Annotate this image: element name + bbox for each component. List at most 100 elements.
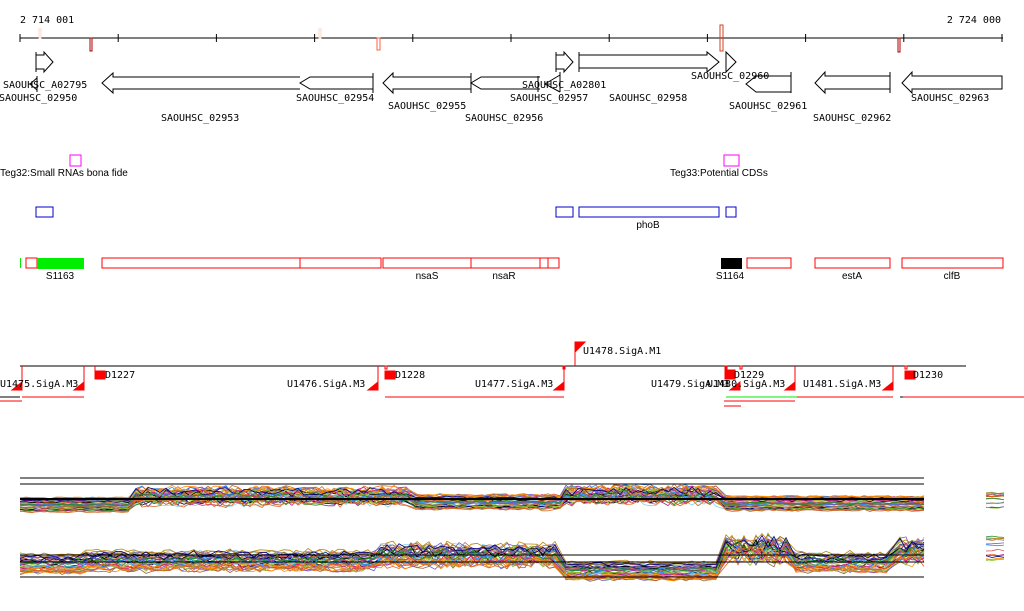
gene-arrow[interactable] — [725, 50, 737, 74]
gene-arrow[interactable] — [745, 72, 792, 93]
expression-trace — [19, 489, 925, 507]
feature-box[interactable] — [578, 206, 720, 218]
gene-arrow[interactable] — [29, 76, 38, 92]
feature-box-green[interactable] — [37, 258, 84, 269]
gene-labels: SAOUHSC_A02795 SAOUHSC_02950 SAOUHSC_029… — [0, 71, 989, 124]
expression-legend-mini — [985, 491, 1005, 562]
expression-trace — [985, 537, 1005, 541]
feature-box[interactable] — [25, 257, 38, 269]
gene-label[interactable]: SAOUHSC_02961 — [729, 101, 807, 112]
expression-trace — [19, 546, 925, 578]
expression-trace — [985, 492, 1005, 495]
feature-label: phoB — [636, 220, 660, 231]
marker[interactable] — [89, 37, 93, 52]
gene-label[interactable]: SAOUHSC_02957 — [510, 93, 588, 104]
expression-trace — [985, 558, 1005, 562]
gene-label[interactable]: SAOUHSC_02962 — [813, 113, 891, 124]
feature-label: nsaR — [492, 271, 515, 282]
feature-box[interactable] — [382, 257, 472, 269]
feature-box[interactable] — [901, 257, 1004, 269]
feature-box[interactable] — [725, 206, 737, 218]
expression-trace — [985, 557, 1005, 560]
gene-arrow[interactable] — [578, 50, 720, 74]
feature-label: S1163 — [46, 271, 75, 282]
teg-box[interactable] — [723, 154, 740, 167]
gene-arrow[interactable] — [470, 76, 540, 90]
gene-arrow[interactable] — [35, 50, 54, 74]
gene-arrow[interactable] — [555, 50, 574, 74]
expression-trace — [985, 537, 1005, 541]
feature-box-black[interactable] — [721, 258, 742, 269]
gene-label[interactable]: SAOUHSC_02956 — [465, 113, 543, 124]
gene-label[interactable]: SAOUHSC_02953 — [161, 113, 239, 124]
gene-arrow[interactable] — [537, 72, 561, 93]
expression-trace — [986, 495, 1005, 497]
feature-box[interactable] — [101, 257, 301, 269]
feature-box[interactable] — [299, 257, 382, 269]
expression-trace — [985, 548, 1005, 552]
teg-track: Teg32:Small RNAs bona fide Teg33:Potenti… — [0, 154, 768, 179]
operon-label[interactable]: U1475.SigA.M3 — [0, 379, 78, 390]
expression-trace — [985, 554, 1005, 556]
expression-trace — [985, 555, 1005, 558]
scale-start-label: 2 714 001 — [20, 15, 74, 26]
gene-label[interactable]: SAOUHSC_02954 — [296, 93, 374, 104]
gene-arrow[interactable] — [299, 73, 374, 93]
teg-box[interactable] — [69, 154, 82, 167]
marker[interactable] — [376, 37, 381, 51]
expression-trace — [19, 551, 925, 580]
feature-box[interactable] — [814, 257, 891, 269]
gene-label[interactable]: SAOUHSC_A02801 — [522, 80, 606, 91]
scale-track: 2 714 001 2 724 000 — [19, 15, 1003, 53]
teg-label: Teg33:Potential CDSs — [670, 168, 768, 179]
gene-label[interactable]: SAOUHSC_02950 — [0, 93, 77, 104]
blue-track — [35, 206, 737, 218]
expression-trace — [19, 546, 925, 579]
expression-trace — [985, 493, 1005, 497]
expression-trace — [19, 496, 925, 514]
operon-label[interactable]: D1228 — [395, 370, 425, 381]
gene-arrow[interactable] — [382, 71, 472, 95]
operon-track: U1475.SigA.M3 D1227 U1476.SigA.M3 D1228 … — [0, 341, 1024, 407]
feature-box[interactable] — [35, 206, 54, 218]
expression-trace — [985, 542, 1005, 545]
gene-arrow[interactable] — [901, 70, 1003, 95]
gene-label[interactable]: SAOUHSC_02963 — [911, 93, 989, 104]
expression-trace — [985, 553, 1004, 556]
scale-end-label: 2 724 000 — [947, 15, 1001, 26]
gene-label[interactable]: SAOUHSC_A02795 — [3, 80, 87, 91]
gene-label[interactable]: SAOUHSC_02960 — [691, 71, 769, 82]
feature-box[interactable] — [746, 257, 792, 269]
operon-label[interactable]: U1481.SigA.M3 — [803, 379, 881, 390]
expression-panel-top — [19, 477, 925, 514]
scale-ticks — [19, 34, 1003, 42]
gene-label[interactable]: SAOUHSC_02955 — [388, 101, 466, 112]
gene-track — [29, 50, 1003, 95]
marker[interactable] — [38, 28, 42, 39]
marker[interactable] — [897, 37, 901, 53]
feature-label: clfB — [944, 271, 961, 282]
marker[interactable] — [318, 28, 322, 39]
operon-label[interactable]: U1479.SigA.M3 — [651, 379, 729, 390]
operon-label[interactable]: U1476.SigA.M3 — [287, 379, 365, 390]
expression-trace — [19, 484, 925, 500]
feature-label: S1164 — [716, 271, 745, 282]
operon-label[interactable]: U1477.SigA.M3 — [475, 379, 553, 390]
gene-arrow[interactable] — [814, 70, 891, 95]
feature-box[interactable] — [555, 206, 574, 218]
expression-trace — [985, 502, 1005, 505]
operon-label[interactable]: D1229 — [734, 370, 764, 381]
operon-label[interactable]: D1227 — [105, 370, 135, 381]
marker[interactable] — [719, 24, 724, 52]
feature-box[interactable] — [470, 257, 549, 269]
feature-box[interactable] — [539, 257, 560, 269]
operon-label[interactable]: U1480.SigA.M3 — [707, 379, 785, 390]
expression-panel-bottom — [19, 532, 925, 582]
gene-arrow[interactable] — [101, 71, 300, 95]
gene-label[interactable]: SAOUHSC_02958 — [609, 93, 687, 104]
operon-label[interactable]: D1230 — [913, 370, 943, 381]
expression-trace — [985, 506, 1005, 509]
expression-trace — [985, 491, 1005, 494]
operon-label[interactable]: U1478.SigA.M1 — [583, 346, 661, 357]
